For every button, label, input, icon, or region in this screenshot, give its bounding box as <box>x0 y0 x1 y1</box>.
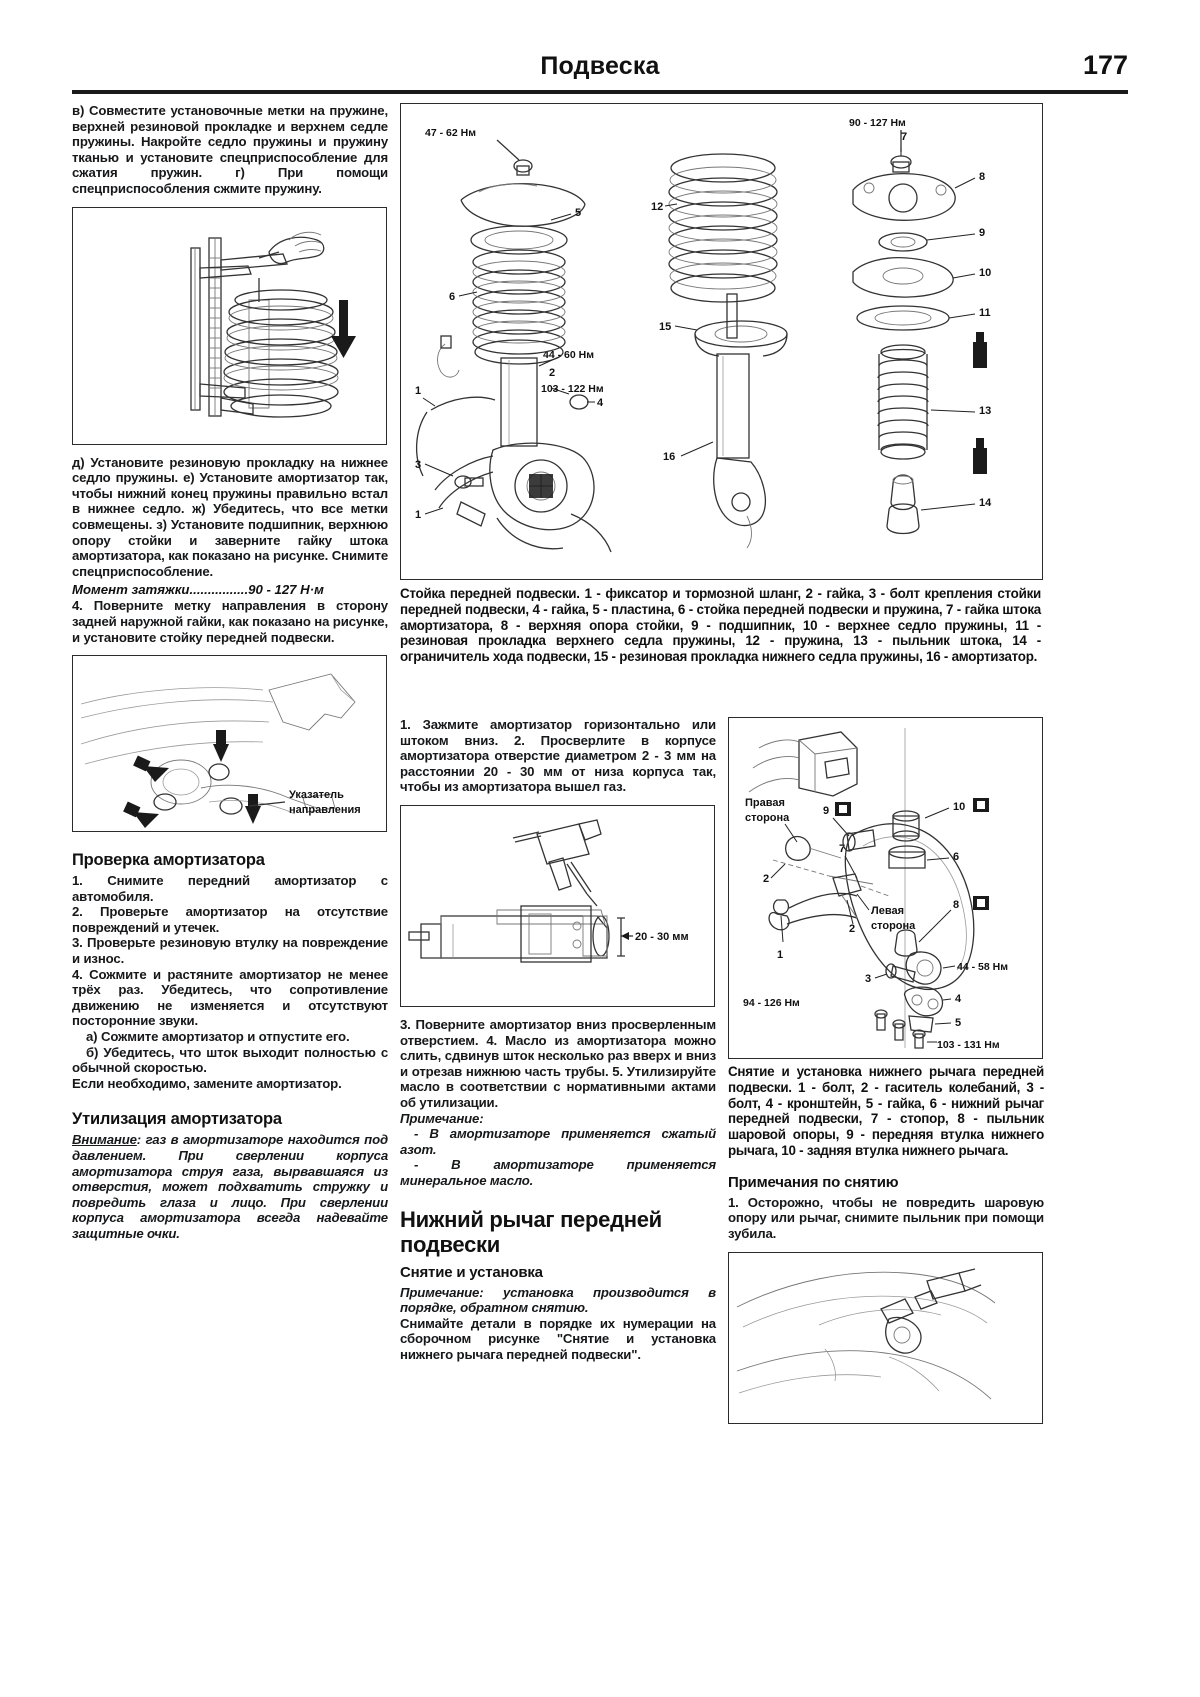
arrow-icon-3 <box>123 801 159 829</box>
direction-mark-figure: Указатель направления <box>72 655 387 833</box>
check-tail: Если необходимо, замените амортизатор. <box>72 1075 342 1091</box>
steps-1-2: 1. Зажмите амортизатор горизонтально или… <box>400 717 716 795</box>
item-label-7: 7 <box>901 131 907 143</box>
side-right-line2: сторона <box>745 812 790 824</box>
item-label-14: 14 <box>979 497 992 509</box>
item-label-4: 4 <box>597 397 604 409</box>
disposal-warning-label: Внимание <box>72 1132 137 1148</box>
page-number: 177 <box>1082 50 1128 80</box>
heading-removal-notes: Примечания по снятию <box>728 1173 899 1191</box>
strut-figure-caption: Стойка передней подвески. 1 - фиксатор и… <box>400 586 1041 665</box>
middle-column: 47 - 62 Нм 90 - 127 Нм 44 - 60 Нм 103 - … <box>400 103 1043 665</box>
check-item-1: 1. Снимите передний амортизатор с автомо… <box>72 873 388 904</box>
item-label-13: 13 <box>979 405 991 417</box>
item-label-4r: 4 <box>955 993 962 1005</box>
item-label-10: 10 <box>979 267 991 279</box>
check-item-3: 3. Проверьте резиновую втулку на поврежд… <box>72 935 388 967</box>
right-column: 10 6 7 8 <box>728 717 1044 1424</box>
item-label-1r: 1 <box>777 949 783 961</box>
drilling-figure: 20 - 30 мм <box>400 804 715 1007</box>
item-label-2b: 2 <box>849 923 855 935</box>
item-label-15: 15 <box>659 321 671 333</box>
heading-shock-check: Проверка амортизатора <box>72 851 265 870</box>
torque-value: 90 - 127 Н·м <box>248 582 324 598</box>
item-label-8: 8 <box>979 171 985 183</box>
lower-arm-exploded-figure: 10 6 7 8 <box>728 717 1043 1059</box>
page-title: Подвеска <box>540 52 660 80</box>
arrow-icon-1 <box>133 755 169 783</box>
note-2: - В амортизаторе применяется минеральное… <box>400 1157 716 1188</box>
check-item-4: 4. Сожмите и растяните амортизатор не ме… <box>72 966 388 1029</box>
heading-removal-install: Снятие и установка <box>400 1263 543 1281</box>
check-subitem-b: б) Убедитесь, что шток выходит полностью… <box>72 1044 388 1076</box>
item-label-16: 16 <box>663 451 675 463</box>
item-label-9: 9 <box>979 227 985 239</box>
direction-callout-line2: направления <box>289 804 361 816</box>
torque-line: Момент затяжки................90 - 127 Н… <box>72 582 388 598</box>
front-strut-exploded-figure: 47 - 62 Нм 90 - 127 Нм 44 - 60 Нм 103 - … <box>400 103 1043 580</box>
item-label-6: 6 <box>449 291 455 303</box>
drill-dimension-label: 20 - 30 мм <box>635 931 689 943</box>
left-column: в) Совместите установочные метки на пруж… <box>72 103 388 1242</box>
check-item-2: 2. Проверьте амортизатор на отсутствие п… <box>72 904 388 935</box>
note-1: - В амортизаторе применяется сжатый азот… <box>400 1126 716 1157</box>
torque-label-44-58: 44 - 58 Нм <box>957 961 1008 973</box>
para-step-4: 4. Поверните метку направления в сторону… <box>72 598 388 645</box>
torque-label: Момент затяжки <box>72 582 190 598</box>
item-label-10r: 10 <box>953 801 965 813</box>
page-header: Подвеска 177 <box>72 50 1128 94</box>
note-label: Примечание: <box>400 1110 484 1126</box>
side-left-line1: Левая <box>871 905 904 917</box>
steps-3-5: 3. Поверните амортизатор вниз просверлен… <box>400 1016 716 1110</box>
header-rule <box>72 90 1128 94</box>
arrow-icon-2 <box>213 730 229 763</box>
item-label-8r: 8 <box>953 899 959 911</box>
side-right-line1: Правая <box>745 797 785 809</box>
item-label-12: 12 <box>651 201 663 213</box>
item-label-3r: 3 <box>865 973 871 985</box>
removal-note: Примечание: установка производится в пор… <box>400 1285 716 1316</box>
direction-callout-line1: Указатель <box>289 789 344 801</box>
item-label-1a: 1 <box>415 385 421 397</box>
torque-label-103-122: 103 - 122 Нм <box>541 383 604 395</box>
item-label-1b: 1 <box>415 509 421 521</box>
item-label-5: 5 <box>575 207 581 219</box>
item-label-7r: 7 <box>839 843 845 855</box>
heading-lower-arm: Нижний рычаг передней подвески <box>400 1206 662 1257</box>
arrow-icon-4 <box>245 794 261 825</box>
item-label-2: 2 <box>549 367 555 379</box>
item-label-3: 3 <box>415 459 421 471</box>
side-left-line2: сторона <box>871 920 916 932</box>
removal-body: Снимайте детали в порядке их нумерации н… <box>400 1315 716 1362</box>
torque-label-47-62: 47 - 62 Нм <box>425 127 476 139</box>
bolt-icon-lower <box>973 438 987 474</box>
removal-note-label: Примечание <box>400 1284 480 1300</box>
para-steps-d-z: д) Установите резиновую прокладку на ниж… <box>72 454 388 579</box>
item-label-2a: 2 <box>763 873 769 885</box>
item-label-11: 11 <box>979 307 991 319</box>
removal-note-1: 1. Осторожно, чтобы не повредить шаровую… <box>728 1194 1044 1241</box>
item-label-5r: 5 <box>955 1017 961 1029</box>
para-steps-v-g: в) Совместите установочные метки на пруж… <box>72 103 388 196</box>
item-label-6r: 6 <box>953 851 959 863</box>
ball-joint-boot-removal-figure <box>728 1251 1043 1424</box>
torque-label-103-131: 103 - 131 Нм <box>937 1039 1000 1051</box>
torque-label-94-126: 94 - 126 Нм <box>743 997 800 1009</box>
torque-label-90-127: 90 - 127 Нм <box>849 117 906 129</box>
item-label-9r: 9 <box>823 805 829 817</box>
torque-dots: ................ <box>189 582 249 598</box>
middle-column-lower: 1. Зажмите амортизатор горизонтально или… <box>400 717 716 1362</box>
check-subitem-a: а) Сожмите амортизатор и отпустите его. <box>86 1029 350 1045</box>
disposal-warning: Внимание: газ в амортизаторе находится п… <box>72 1132 388 1241</box>
removal-note-text: : установка производится в порядке, обра… <box>400 1284 716 1316</box>
heading-shock-disposal: Утилизация амортизатора <box>72 1110 282 1129</box>
disposal-warning-text: : газ в амортизаторе находится под давле… <box>72 1132 388 1241</box>
bolt-icon-upper <box>973 332 987 368</box>
down-arrow-icon <box>331 299 356 358</box>
spring-compressor-figure <box>72 206 387 445</box>
lower-arm-figure-caption: Снятие и установка нижнего рычага передн… <box>728 1064 1044 1158</box>
